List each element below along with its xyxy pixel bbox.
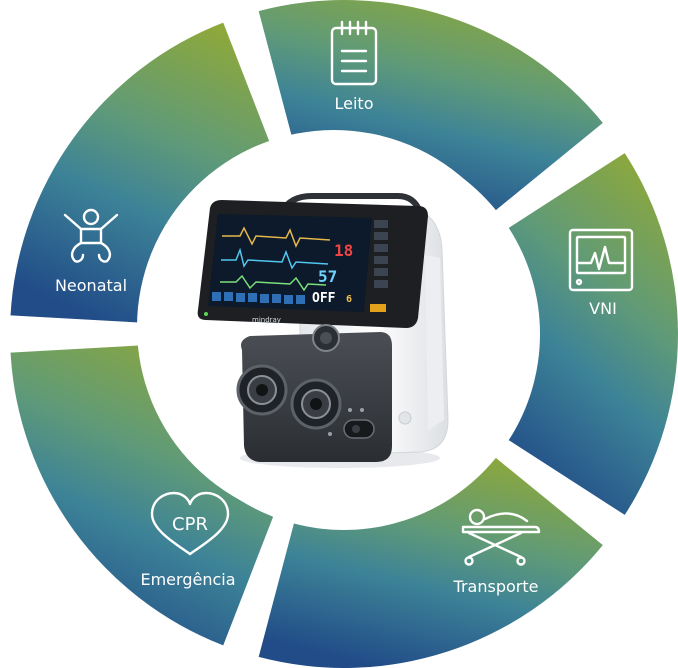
segment-emergencia	[258, 457, 603, 668]
clipboard-icon	[330, 20, 378, 86]
heart-cpr-icon: CPR	[150, 491, 230, 556]
segment-label-neonatal: Neonatal	[55, 276, 127, 295]
ventilator-device: 18 57 OFF 6 mindray	[197, 193, 449, 468]
stretcher-icon	[461, 508, 541, 566]
segment-label-emergencia: Emergência	[140, 570, 235, 589]
readout-secondary: 57	[318, 267, 337, 286]
segment-label-leito: Leito	[335, 94, 374, 113]
baby-icon	[63, 208, 119, 263]
monitor-icon	[568, 228, 634, 292]
cpr-label: CPR	[172, 514, 208, 535]
segment-label-vni: VNI	[589, 299, 617, 318]
device-brand: mindray	[252, 316, 281, 324]
readout-status: OFF	[312, 291, 336, 306]
segment-transporte	[508, 153, 678, 515]
readout-aux: 6	[346, 294, 352, 305]
readout-primary: 18	[334, 241, 353, 260]
segment-vni	[258, 0, 603, 211]
segment-label-transporte: Transporte	[453, 577, 539, 596]
segment-neonatal	[10, 344, 274, 646]
